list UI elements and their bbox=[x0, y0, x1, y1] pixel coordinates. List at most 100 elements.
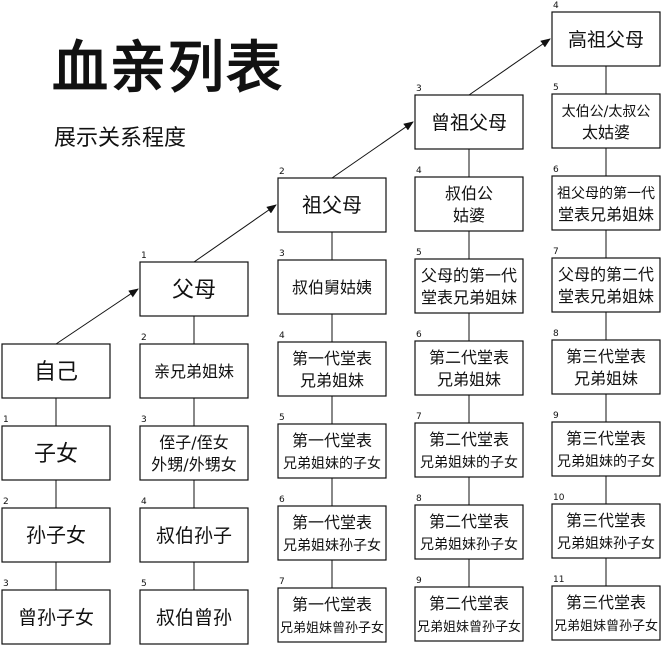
relation-label-line2: 兄弟姐妹的子女 bbox=[283, 455, 381, 472]
relation-label: 亲兄弟姐妹 bbox=[154, 362, 234, 381]
relation-box: 4 叔伯孙子 bbox=[139, 497, 249, 563]
relation-box-frame bbox=[551, 93, 661, 149]
relation-box-frame bbox=[277, 259, 387, 315]
relation-label-line1: 第二代堂表 bbox=[429, 430, 509, 449]
degree-number: 10 bbox=[553, 493, 565, 503]
relation-box-frame bbox=[414, 586, 524, 642]
relation-label-line2: 兄弟姐妹 bbox=[437, 370, 501, 389]
degree-number: 5 bbox=[279, 413, 285, 423]
diagram-subtitle: 展示关系程度 bbox=[54, 126, 187, 151]
relation-label-line2: 兄弟姐妹的子女 bbox=[557, 453, 655, 470]
relation-box-frame bbox=[139, 425, 249, 481]
relation-label-line1: 第二代堂表 bbox=[429, 348, 509, 367]
relation-label-line1: 第一代堂表 bbox=[292, 513, 372, 532]
relation-label-line2: 外甥/外甥女 bbox=[151, 455, 236, 474]
relation-box-frame bbox=[1, 589, 111, 645]
relation-label-line1: 第一代堂表 bbox=[292, 349, 372, 368]
relation-box-frame bbox=[1, 425, 111, 481]
relation-box-frame bbox=[414, 258, 524, 314]
relation-label-line2: 兄弟姐妹的子女 bbox=[420, 454, 518, 471]
relation-label-line1: 叔伯公 bbox=[445, 184, 493, 203]
relation-box-frame bbox=[277, 505, 387, 561]
relation-box-frame bbox=[277, 341, 387, 397]
degree-number: 6 bbox=[416, 330, 422, 340]
relation-box-frame bbox=[551, 175, 661, 231]
relation-label-line1: 第三代堂表 bbox=[566, 511, 646, 530]
degree-number: 9 bbox=[553, 411, 559, 421]
degree-number: 7 bbox=[553, 247, 559, 257]
relation-label: 孙子女 bbox=[26, 523, 86, 547]
ancestor-arrow bbox=[193, 204, 277, 263]
relation-label-line1: 父母的第二代 bbox=[558, 265, 654, 284]
degree-number: 8 bbox=[553, 329, 559, 339]
degree-number: 2 bbox=[279, 167, 285, 177]
degree-number: 4 bbox=[553, 1, 559, 11]
relation-label: 曾孙子女 bbox=[18, 607, 94, 629]
relation-label-line1: 第二代堂表 bbox=[429, 594, 509, 613]
relation-box-frame bbox=[1, 507, 111, 563]
ancestor-arrow bbox=[331, 121, 414, 179]
degree-number: 3 bbox=[416, 84, 422, 94]
degree-number: 4 bbox=[141, 497, 147, 507]
relation-label: 叔伯舅姑姨 bbox=[292, 278, 372, 297]
degree-number: 5 bbox=[141, 579, 147, 589]
degree-number: 6 bbox=[279, 495, 285, 505]
relation-box-frame bbox=[277, 423, 387, 479]
relation-box-frame bbox=[551, 503, 661, 559]
relation-box: 2 孙子女 bbox=[1, 497, 111, 563]
relation-box-frame bbox=[139, 589, 249, 645]
relation-label-line1: 第三代堂表 bbox=[566, 347, 646, 366]
degree-number: 3 bbox=[279, 249, 285, 259]
relation-label-line2: 堂表兄弟姐妹 bbox=[421, 288, 517, 307]
relation-label-line2: 姑婆 bbox=[453, 206, 485, 225]
ancestor-arrow bbox=[468, 38, 551, 96]
relation-label-line1: 第二代堂表 bbox=[429, 512, 509, 531]
relation-box-frame bbox=[414, 176, 524, 232]
relation-label: 父母 bbox=[172, 278, 216, 303]
ancestor-arrow bbox=[55, 288, 139, 345]
degree-number: 4 bbox=[279, 331, 285, 341]
relation-box: 3 叔伯舅姑姨 bbox=[277, 249, 387, 315]
relation-label-line2: 兄弟姐妹孙子女 bbox=[420, 536, 518, 553]
relation-box: 1子女 bbox=[1, 415, 111, 481]
degree-number: 9 bbox=[416, 576, 422, 586]
degree-number: 2 bbox=[3, 497, 9, 507]
relation-label-line2: 兄弟姐妹孙子女 bbox=[557, 535, 655, 552]
relation-box-frame bbox=[414, 340, 524, 396]
relation-label-line1: 太伯公/太叔公 bbox=[562, 104, 651, 120]
relation-box: 自己 bbox=[1, 343, 111, 399]
relation-box-frame bbox=[414, 422, 524, 478]
relation-label: 高祖父母 bbox=[568, 29, 644, 51]
degree-number: 1 bbox=[141, 251, 147, 261]
degree-number: 6 bbox=[553, 165, 559, 175]
relation-box: 1 父母 bbox=[139, 251, 249, 317]
diagram-title: 血亲列表 bbox=[52, 35, 284, 101]
relation-label: 叔伯孙子 bbox=[156, 525, 232, 547]
relation-label: 叔伯曾孙 bbox=[156, 607, 232, 629]
relation-box-frame bbox=[139, 261, 249, 317]
relation-label-line2: 兄弟姐妹曾孙子女 bbox=[554, 618, 658, 634]
relation-label-line2: 兄弟姐妹孙子女 bbox=[283, 537, 381, 554]
relation-label-line1: 第三代堂表 bbox=[566, 429, 646, 448]
degree-number: 7 bbox=[279, 577, 285, 587]
relation-box-frame bbox=[551, 257, 661, 313]
relation-box-frame bbox=[139, 507, 249, 563]
degree-number: 8 bbox=[416, 494, 422, 504]
